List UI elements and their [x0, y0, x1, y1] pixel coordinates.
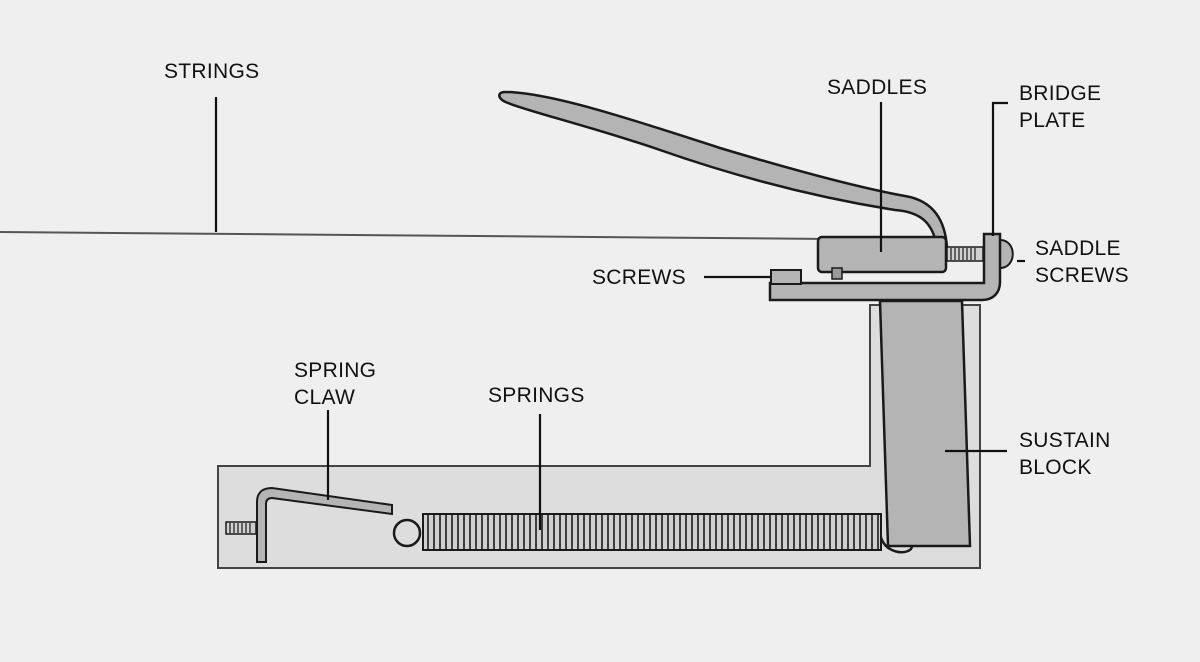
spring-hook-left	[392, 518, 422, 548]
leader-lines	[214, 97, 1025, 530]
spring-claw	[256, 486, 393, 563]
claw-screw-threads	[229, 523, 251, 533]
spring-coils	[427, 515, 879, 549]
string-line	[0, 231, 831, 240]
label-strings: STRINGS	[164, 60, 260, 83]
label-screws: SCREWS	[592, 266, 686, 289]
label-saddle-screws: SADDLE SCREWS	[1035, 237, 1129, 287]
label-saddles: SADDLES	[827, 76, 928, 99]
mounting-screw	[770, 269, 802, 285]
tremolo-arm	[498, 90, 949, 249]
leader-bridge-plate	[991, 101, 1008, 236]
sustain-block	[878, 299, 972, 548]
label-springs: SPRINGS	[488, 384, 585, 407]
saddle-height-screw	[831, 267, 843, 280]
saddle-screw-head	[999, 238, 1014, 270]
saddle-screw	[946, 246, 984, 262]
saddle-screw-threads	[950, 248, 976, 260]
bridge-plate	[768, 232, 1002, 302]
label-spring-claw: SPRING CLAW	[294, 359, 377, 409]
body-cavity	[217, 304, 981, 569]
label-bridge-plate: BRIDGE PLATE	[1019, 82, 1102, 132]
label-sustain-block: SUSTAIN BLOCK	[1019, 429, 1111, 479]
